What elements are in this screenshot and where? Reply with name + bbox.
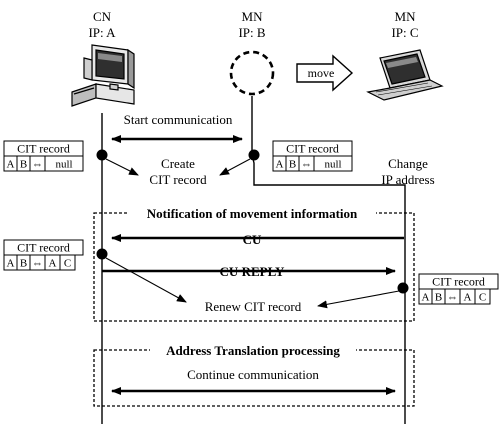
laptop-icon	[366, 49, 444, 101]
mn-renew-dot	[397, 282, 409, 294]
cit-cell: C	[64, 258, 71, 270]
mn-old-position-circle	[229, 50, 275, 96]
renew-note: Renew CIT record	[205, 299, 302, 314]
create-note-line2: CIT record	[149, 172, 207, 187]
cit-cell: B	[289, 159, 296, 171]
cit-cell: A	[49, 258, 57, 270]
cit-cell: null	[55, 159, 72, 171]
cit-cell: A	[7, 159, 15, 171]
cit-cell: ⇔	[447, 292, 458, 304]
cit-cell: A	[276, 159, 284, 171]
mn-cit-record-initial: CIT record A B ⇔ null	[272, 140, 353, 172]
cit-cell: ⇔	[32, 258, 43, 270]
mn-old-ip: IP: B	[238, 25, 265, 40]
cit-record-title: CIT record	[432, 275, 485, 289]
mn-renew-arrow	[317, 290, 400, 309]
cit-cell: B	[20, 258, 27, 270]
cit-cell: A	[7, 258, 15, 270]
cit-cell: A	[422, 292, 430, 304]
cit-cell: B	[20, 159, 27, 171]
cit-cell: null	[324, 159, 341, 171]
move-arrow	[296, 54, 354, 92]
move-label: move	[308, 66, 335, 80]
translation-label-bg	[150, 343, 356, 358]
notification-label-bg	[128, 206, 376, 221]
cn-event-dot	[96, 149, 108, 161]
change-note-line1: Change	[388, 156, 428, 171]
cit-cell: A	[464, 292, 472, 304]
translation-section-title: Address Translation processing	[166, 343, 340, 358]
notification-section-title: Notification of movement information	[147, 206, 358, 221]
cn-cit-record-updated: CIT record A B ⇔ A C	[3, 239, 84, 271]
mn-new-ip: IP: C	[391, 25, 418, 40]
cit-record-title: CIT record	[17, 142, 70, 156]
cu-label: CU	[243, 232, 262, 247]
mn-event-dot	[248, 149, 260, 161]
cn-ip: IP: A	[88, 25, 116, 40]
create-note-line1: Create	[161, 156, 195, 171]
mn-old-title: MN	[242, 9, 264, 24]
cit-record-title: CIT record	[286, 142, 339, 156]
mn-lifeline	[251, 96, 406, 424]
cit-cell: ⇔	[32, 159, 43, 171]
cn-create-arrow	[105, 158, 139, 176]
cit-cell: C	[479, 292, 486, 304]
cn-renew-arrow	[105, 257, 187, 303]
desktop-computer-icon	[71, 44, 135, 107]
cit-cell: ⇔	[301, 159, 312, 171]
cn-title: CN	[93, 9, 112, 24]
cn-renew-dot	[96, 248, 108, 260]
mn-cit-record-updated: CIT record A B ⇔ A C	[418, 273, 499, 305]
change-note-line2: IP address	[381, 172, 434, 187]
continue-communication-label: Continue communication	[187, 367, 319, 382]
mn-new-title: MN	[395, 9, 417, 24]
mn-create-arrow	[219, 158, 251, 176]
cit-cell: B	[435, 292, 442, 304]
start-communication-label: Start communication	[124, 112, 233, 127]
cit-record-title: CIT record	[17, 241, 70, 255]
cn-cit-record-initial: CIT record A B ⇔ null	[3, 140, 84, 172]
